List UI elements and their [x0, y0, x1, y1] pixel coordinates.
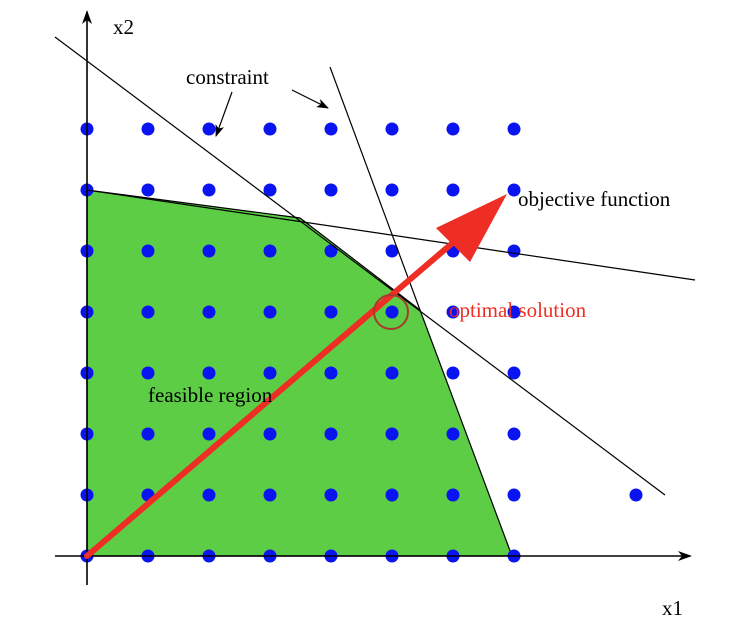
lattice-point	[446, 305, 460, 319]
lattice-point	[385, 183, 399, 197]
lattice-point	[141, 244, 155, 258]
lattice-point	[202, 366, 216, 380]
constraint-line-1	[54, 36, 666, 496]
lattice-point	[263, 244, 277, 258]
lattice-point	[202, 122, 216, 136]
lattice-point	[385, 122, 399, 136]
lattice-point	[507, 305, 521, 319]
constraint-label: constraint	[186, 65, 269, 89]
lattice-point	[263, 488, 277, 502]
lattice-point	[385, 305, 399, 319]
constraint-line-3	[86, 189, 696, 281]
lattice-point	[141, 427, 155, 441]
lattice-point	[141, 305, 155, 319]
lattice-point	[507, 366, 521, 380]
objective-arrow-shaft	[84, 225, 473, 559]
lattice-point	[263, 122, 277, 136]
lattice-point	[263, 366, 277, 380]
constraint-line-2	[329, 66, 421, 311]
objective-arrow-head	[436, 194, 507, 262]
constraint-pointer-2	[291, 89, 329, 109]
optimal-solution-label: optimal solution	[449, 298, 587, 322]
lattice-point	[202, 183, 216, 197]
lattice-point	[385, 366, 399, 380]
lattice-point	[446, 366, 460, 380]
lattice-point	[324, 183, 338, 197]
lattice-point	[446, 427, 460, 441]
lattice-point	[446, 183, 460, 197]
lattice-point	[324, 488, 338, 502]
lattice-point	[507, 488, 521, 502]
lattice-point	[324, 122, 338, 136]
lattice-point	[385, 488, 399, 502]
lattice-point	[507, 122, 521, 136]
lattice-point	[507, 427, 521, 441]
lattice-point	[263, 305, 277, 319]
lattice-point	[507, 244, 521, 258]
objective-function-label: objective function	[518, 187, 671, 211]
lattice-point	[141, 122, 155, 136]
lattice-point	[507, 183, 521, 197]
lattice-point	[324, 305, 338, 319]
feasible-region-label: feasible region	[148, 383, 273, 407]
lattice-point	[629, 488, 643, 502]
lattice-point	[141, 366, 155, 380]
y-axis-label: x2	[113, 15, 134, 39]
lattice-point	[202, 488, 216, 502]
lattice-point	[385, 427, 399, 441]
x-axis-label: x1	[662, 596, 683, 620]
lattice-point	[202, 427, 216, 441]
optimal-solution-circle	[373, 294, 409, 330]
lattice-point	[446, 122, 460, 136]
lattice-point	[263, 427, 277, 441]
lattice-point	[202, 305, 216, 319]
lattice-point	[141, 183, 155, 197]
lattice-point	[324, 244, 338, 258]
lattice-point	[385, 244, 399, 258]
lattice-point	[324, 366, 338, 380]
lattice-point	[324, 427, 338, 441]
lattice-point	[263, 183, 277, 197]
constraint-pointer-1	[215, 91, 233, 137]
lattice-point	[202, 244, 216, 258]
lattice-point	[446, 488, 460, 502]
